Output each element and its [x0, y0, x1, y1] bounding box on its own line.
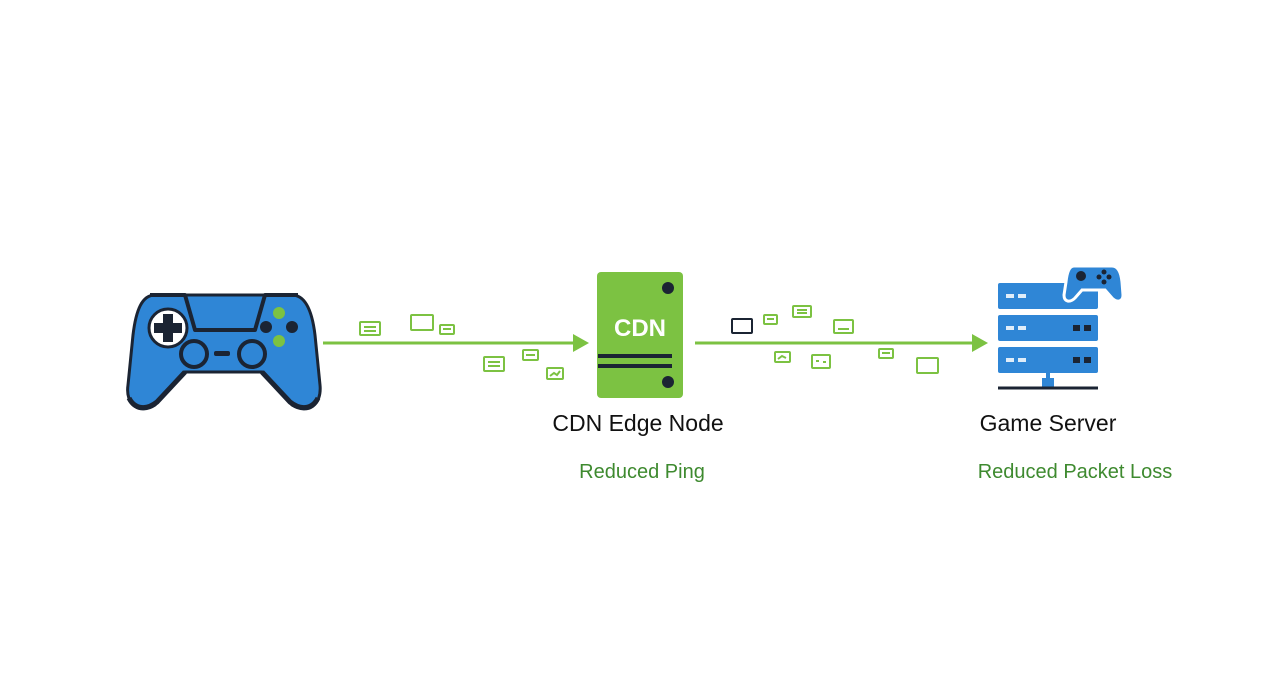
data-packet-icon: [774, 351, 791, 363]
data-packet-icon: [359, 321, 381, 336]
left-stick-icon: [179, 339, 209, 369]
packets-segment-2: [731, 305, 939, 374]
data-packet-icon: [546, 367, 564, 380]
data-packet-icon: [916, 357, 939, 374]
server-rack-icon: [998, 283, 1098, 390]
cdn-box-icon: CDN: [597, 272, 683, 398]
cdn-edge-node-sublabel: Reduced Ping: [579, 461, 705, 483]
gamepad-icon: [1062, 264, 1125, 303]
data-packet-icon: [439, 324, 455, 335]
data-packet-icon: [878, 348, 894, 359]
packets-segment-1: [359, 314, 564, 380]
data-packet-icon: [811, 354, 831, 369]
arrow-client-to-cdn: [323, 334, 589, 352]
data-packet-icon: [522, 349, 539, 361]
game-server-sublabel: Reduced Packet Loss: [977, 461, 1173, 483]
cdn-box-text: CDN: [614, 315, 666, 342]
data-packet-icon: [763, 314, 778, 325]
gamepad-icon: [126, 293, 322, 411]
face-buttons-icon: [260, 307, 298, 347]
cdn-edge-node-label: CDN Edge Node: [552, 410, 724, 436]
dpad-icon: [147, 307, 189, 349]
game-server-label: Game Server: [979, 410, 1117, 436]
data-packet-icon: [731, 318, 753, 334]
data-packet-icon: [833, 319, 854, 334]
right-stick-icon: [237, 339, 267, 369]
data-packet-icon: [410, 314, 434, 331]
arrow-cdn-to-server: [695, 334, 988, 352]
data-packet-icon: [483, 356, 505, 372]
data-packet-icon: [792, 305, 812, 318]
